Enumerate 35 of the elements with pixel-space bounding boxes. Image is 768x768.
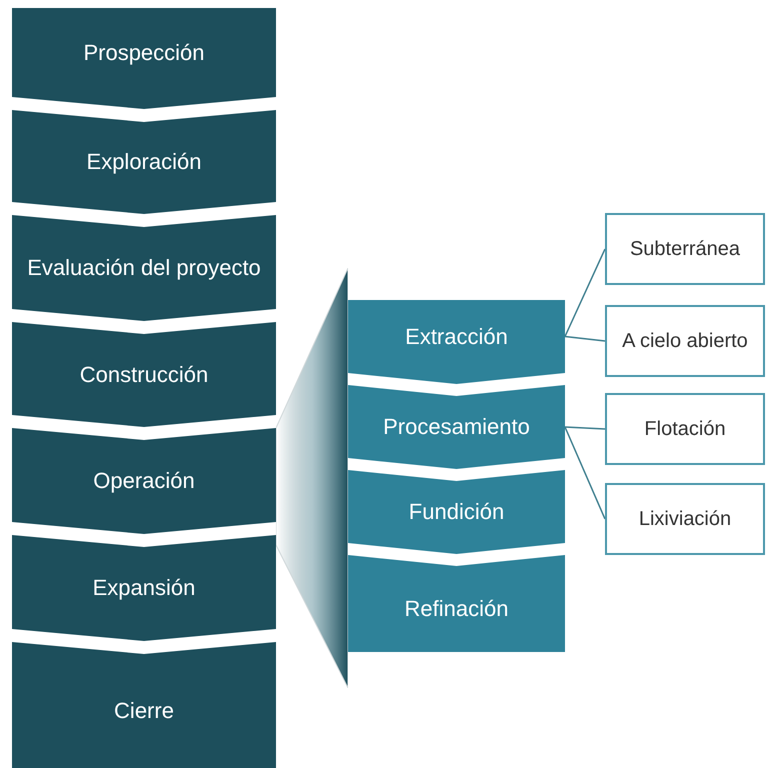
stage-band	[12, 322, 276, 427]
stage-band	[12, 110, 276, 214]
connector-line	[564, 426, 606, 430]
stage-band	[12, 215, 276, 321]
stage-label: Exploración	[86, 150, 202, 174]
stage-label: Extracción	[405, 324, 508, 348]
method-label: Lixiviación	[638, 508, 732, 530]
stage-label: Cierre	[114, 699, 174, 723]
stage-label: Refinación	[404, 597, 508, 621]
stage-band	[348, 470, 565, 554]
method-box	[605, 305, 765, 377]
stage-label: Construcción	[80, 362, 208, 386]
stage-band	[348, 555, 565, 652]
method-box	[605, 483, 765, 555]
method-label: Flotación	[643, 418, 727, 440]
stage-band	[12, 428, 276, 534]
method-box	[605, 213, 765, 285]
method-label: Subterránea	[628, 238, 742, 260]
connector-line	[564, 336, 606, 342]
stage-band	[348, 385, 565, 469]
stage-label: Operación	[93, 469, 195, 493]
stage-band	[12, 535, 276, 641]
stage-label: Fundición	[408, 500, 504, 524]
stage-label: Prospección	[83, 40, 205, 64]
stage-band	[12, 642, 276, 768]
stage-label: Evaluación del proyecto	[27, 256, 261, 280]
stage-band	[348, 300, 565, 384]
stage-band	[12, 8, 276, 109]
zoom-funnel	[276, 268, 348, 688]
method-label: A cielo abierto	[621, 330, 749, 352]
connector-line	[564, 248, 606, 337]
connector-line	[564, 426, 606, 520]
method-box	[605, 393, 765, 465]
stage-label: Procesamiento	[383, 415, 530, 439]
stage-label: Expansión	[92, 576, 196, 600]
